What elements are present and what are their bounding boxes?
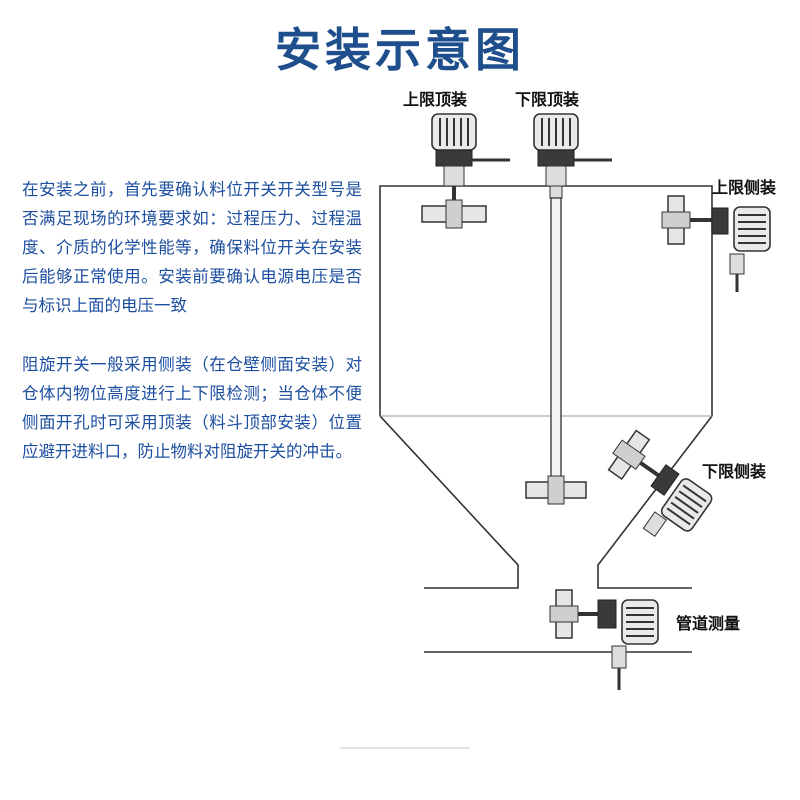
top-lower-switch bbox=[525, 113, 612, 505]
label-pipe: 管道测量 bbox=[676, 614, 741, 633]
usage-paragraph: 阻旋开关一般采用侧装（在仓壁侧面安装）对仓体内物位高度进行上下限检测；当仓体不便… bbox=[22, 355, 362, 461]
label-top-upper: 上限顶装 bbox=[403, 90, 468, 109]
page-title: 安装示意图 bbox=[275, 23, 525, 77]
label-side-lower: 下限侧装 bbox=[702, 462, 767, 481]
label-side-upper: 上限侧装 bbox=[712, 178, 777, 197]
label-top-lower: 下限顶装 bbox=[515, 90, 580, 109]
top-upper-switch bbox=[421, 113, 510, 229]
pipe-switch bbox=[549, 589, 659, 690]
side-lower-switch bbox=[607, 429, 715, 538]
silo-outline bbox=[379, 185, 713, 653]
intro-paragraph: 在安装之前，首先要确认料位开关开关型号是否满足现场的环境要求如：过程压力、过程温… bbox=[22, 180, 362, 315]
side-upper-switch bbox=[661, 195, 771, 292]
